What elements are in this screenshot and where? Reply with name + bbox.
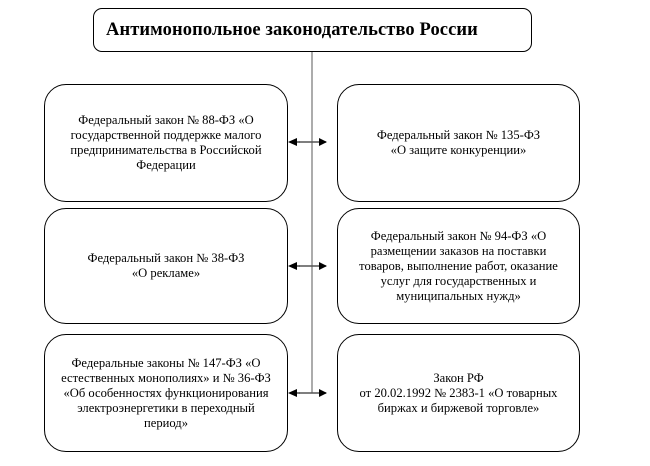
law-text: Федеральный закон № 94-ФЗ «О размещении … — [359, 228, 558, 303]
arrowhead-left-3 — [288, 389, 297, 397]
law-text: Федеральный закон № 135-ФЗ «О защите кон… — [376, 128, 541, 157]
law-text: Федеральный закон № 38-ФЗ «О рекламе» — [87, 251, 245, 280]
law-text: Федеральные законы № 147-ФЗ «О естествен… — [61, 355, 271, 430]
law-text: Закон РФ от 20.02.1992 № 2383-1 «О товар… — [359, 370, 558, 415]
law-box-147fz-36fz: Федеральные законы № 147-ФЗ «О естествен… — [44, 334, 288, 452]
law-box-94fz: Федеральный закон № 94-ФЗ «О размещении … — [337, 208, 580, 324]
law-box-38fz: Федеральный закон № 38-ФЗ «О рекламе» — [44, 208, 288, 324]
diagram-title: Антимонопольное законодательство России — [106, 19, 478, 40]
law-box-88fz: Федеральный закон № 88-ФЗ «О государстве… — [44, 84, 288, 202]
law-box-135fz: Федеральный закон № 135-ФЗ «О защите кон… — [337, 84, 580, 202]
title-box: Антимонопольное законодательство России — [93, 8, 532, 52]
law-text: Федеральный закон № 88-ФЗ «О государстве… — [70, 113, 262, 172]
arrowhead-left-1 — [288, 138, 297, 146]
law-box-2383-1: Закон РФ от 20.02.1992 № 2383-1 «О товар… — [337, 334, 580, 452]
arrowhead-left-2 — [288, 262, 297, 270]
